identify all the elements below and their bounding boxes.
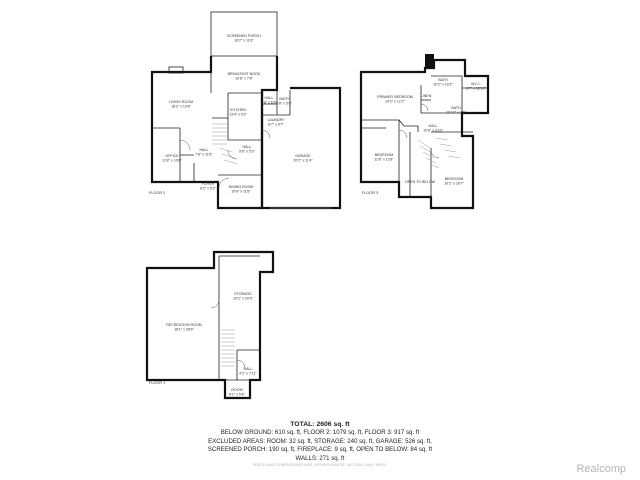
room-dimensions: 11'8" x 12'8" bbox=[374, 158, 394, 162]
floor-1-interior-walls bbox=[218, 255, 260, 381]
floor-1-doors bbox=[210, 299, 246, 369]
room-label: BATH bbox=[451, 106, 461, 110]
room-dimensions: 11'8" x 10'8" bbox=[162, 159, 182, 163]
room-dimensions: 18'1" x 28'6" bbox=[174, 328, 194, 332]
floor-1-stairs bbox=[221, 329, 235, 367]
room-label: HALL bbox=[200, 148, 209, 152]
room-label: HALL bbox=[265, 96, 274, 100]
room-dimensions: 6'1" x 5'8" bbox=[229, 393, 245, 397]
room-label: BEDROOM bbox=[375, 153, 394, 157]
room-label: LINEN bbox=[421, 94, 432, 98]
room-label: HALL bbox=[429, 124, 438, 128]
room-label: BATH bbox=[279, 97, 289, 101]
room-dimensions: 10'6" x 3'10" bbox=[423, 129, 443, 133]
room-dimensions: 6'7" x 5'7" bbox=[268, 123, 284, 127]
room-label: PRIMARY BEDROOM bbox=[377, 95, 413, 99]
floor-2-outline bbox=[150, 56, 279, 210]
fireplace bbox=[168, 66, 184, 74]
room-label: SCREENED PORCH bbox=[227, 34, 261, 38]
room-dimensions: 10'2" x 20'7" bbox=[444, 182, 464, 186]
room-label: LAUNDRY bbox=[267, 118, 285, 122]
room-label: BATH bbox=[438, 78, 448, 82]
room-dimensions: 10'2" x 10'2" bbox=[433, 83, 453, 87]
room-label: OPEN TO BELOW bbox=[405, 180, 436, 184]
chimney bbox=[425, 54, 434, 68]
floor-2-interior-walls bbox=[152, 72, 291, 182]
room-label: W.I.C. bbox=[471, 82, 481, 86]
room-dimensions: 10'10" x 4'6" bbox=[446, 111, 466, 115]
area-line: EXCLUDED AREAS: ROOM: 32 sq. ft, STORAGE… bbox=[208, 437, 432, 445]
brand-watermark: Realcomp bbox=[576, 463, 626, 475]
room-label: LIVING ROOM bbox=[169, 100, 193, 104]
room-label: GARAGE bbox=[295, 154, 311, 158]
room-dimensions: 10'2" x 20'9" bbox=[233, 297, 253, 301]
room-label: FOYER bbox=[202, 182, 215, 186]
room-dimensions: 14'2" x 12'2" bbox=[385, 100, 405, 104]
disclaimer: SIZES AND DIMENSIONS ARE APPROXIMATE, AC… bbox=[252, 463, 388, 467]
room-dimensions: 13'4" x 9'2" bbox=[229, 113, 247, 117]
room-dimensions: 16'2" x 11'8" bbox=[234, 39, 254, 43]
room-label: HALL bbox=[244, 367, 253, 371]
room-label: DINING ROOM bbox=[229, 185, 254, 189]
total-area: TOTAL: 2606 sq. ft bbox=[290, 421, 350, 428]
floor-3-doors bbox=[398, 103, 440, 159]
room-dimensions: 20'2" x 11'4" bbox=[293, 159, 313, 163]
room-dimensions: 10'6" x 11'8" bbox=[231, 190, 251, 194]
room-label: BREAKFAST NOOK bbox=[228, 72, 261, 76]
room-label: BEDROOM bbox=[445, 177, 464, 181]
floor-2-stairs bbox=[212, 123, 238, 165]
room-dimensions: 6'7" x 12'10" bbox=[466, 87, 486, 91]
floor-2-plan: SCREENED PORCH 16'2" x 11'8" BREAKFAST N… bbox=[149, 11, 342, 210]
room-label: OFFICE bbox=[165, 154, 179, 158]
room-dimensions: 4'8" x 5'8" bbox=[276, 102, 292, 106]
garage-outline bbox=[260, 86, 342, 210]
area-line: WALLS: 271 sq. ft bbox=[295, 454, 345, 462]
floor-1-label: FLOOR 1 bbox=[149, 381, 165, 385]
area-summary: TOTAL: 2606 sq. ft BELOW GROUND: 610 sq.… bbox=[0, 421, 640, 463]
room-dimensions: 10'8" x 7'8" bbox=[235, 77, 253, 81]
room-label: KITCHEN bbox=[230, 108, 246, 112]
room-dimensions: 4'2" x 7'11" bbox=[239, 372, 257, 376]
room-dimensions: 7'8" x 11'8" bbox=[195, 153, 213, 157]
floor-3-plan: PRIMARY BEDROOM 14'2" x 12'2" BATH 10'2"… bbox=[359, 54, 490, 210]
floor-2-doors bbox=[179, 129, 271, 189]
area-line: BELOW GROUND: 610 sq. ft, FLOOR 2: 1079 … bbox=[220, 429, 420, 437]
screened-porch-outline bbox=[210, 11, 278, 57]
floor-2-label: FLOOR 2 bbox=[149, 191, 165, 195]
room-label: HALL bbox=[243, 145, 252, 149]
floor-3-stairs bbox=[417, 137, 461, 169]
floor-3-label: FLOOR 3 bbox=[362, 191, 378, 195]
room-dimensions: 6'2" x 5'2" bbox=[200, 187, 216, 191]
floor-3-interior-walls bbox=[361, 75, 488, 197]
room-dimensions: 18'2" x 14'8" bbox=[171, 105, 191, 109]
room-label: STORAGE bbox=[234, 292, 252, 296]
room-dimensions: 3'8" x 6'8" bbox=[261, 101, 277, 105]
room-dimensions: 5'6" x 5'3" bbox=[239, 150, 255, 154]
area-line: SCREENED PORCH: 190 sq. ft, FIREPLACE: 9… bbox=[207, 446, 433, 454]
room-label: ROOM bbox=[231, 388, 242, 392]
room-label: RECREATION ROOM bbox=[166, 323, 201, 327]
floor-3-outline bbox=[359, 58, 490, 210]
floor-1-plan: RECREATION ROOM 18'1" x 28'6" STORAGE 10… bbox=[145, 250, 275, 400]
